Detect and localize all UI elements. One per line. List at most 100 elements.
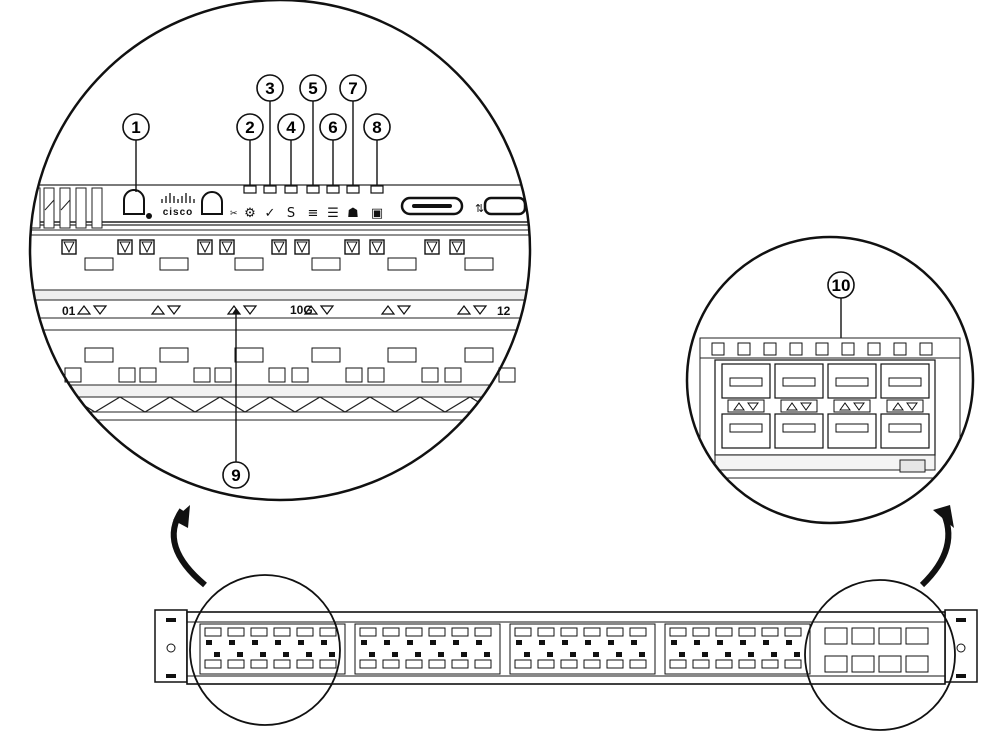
mini-port	[606, 659, 624, 669]
uplink-led-down	[853, 402, 865, 411]
mini-port	[784, 627, 802, 637]
led-down-triangle	[92, 305, 108, 315]
port-latch	[449, 239, 465, 255]
mini-port	[583, 659, 601, 669]
mini-latch	[214, 652, 220, 657]
mini-port	[560, 627, 578, 637]
status-led	[243, 185, 257, 194]
sfp-cage-lower	[311, 347, 341, 363]
leader-arrowhead	[232, 308, 240, 314]
mini-latch	[430, 640, 436, 645]
mini-port	[761, 627, 779, 637]
mini-port	[250, 659, 268, 669]
uplink-led-up	[892, 402, 904, 411]
status-led	[284, 185, 298, 194]
callout-9-number: 9	[231, 466, 240, 485]
mini-port	[451, 659, 469, 669]
svg-text:⇅: ⇅	[475, 202, 484, 215]
mini-port	[606, 627, 624, 637]
mini-port	[474, 659, 492, 669]
uplink-led-up	[839, 402, 851, 411]
sfp-cage-lower	[159, 347, 189, 363]
port-latch	[294, 239, 310, 255]
callout-1: 1	[122, 113, 150, 141]
mini-port	[405, 659, 423, 669]
mini-latch	[616, 652, 622, 657]
mini-latch	[484, 652, 490, 657]
mini-uplink	[878, 627, 902, 645]
port-latch-lower	[139, 367, 157, 383]
sfp-cage-upper	[159, 257, 189, 271]
mini-uplink	[851, 655, 875, 673]
mini-latch	[631, 640, 637, 645]
uplink-latch	[867, 342, 881, 356]
check-icon: ✓	[265, 206, 276, 221]
right-magnifier-circle	[685, 235, 975, 525]
uplink-port-tab	[729, 377, 763, 387]
mini-port	[296, 659, 314, 669]
sfp-cage-lower	[464, 347, 494, 363]
mini-latch	[593, 652, 599, 657]
mini-latch	[702, 652, 708, 657]
callout-8-number: 8	[372, 118, 381, 137]
uplink-port-tab	[888, 423, 922, 433]
mini-latch	[252, 640, 258, 645]
port-latch	[271, 239, 287, 255]
mini-port	[537, 659, 555, 669]
svg-text:✂: ✂	[230, 208, 238, 218]
mini-port	[738, 627, 756, 637]
callout-7: 7	[339, 74, 367, 102]
mini-uplink	[878, 655, 902, 673]
uplink-latch	[893, 342, 907, 356]
mini-port	[428, 659, 446, 669]
brand-text: cisco	[163, 207, 194, 218]
mini-port	[560, 659, 578, 669]
uplink-led-up	[786, 402, 798, 411]
mini-latch	[763, 640, 769, 645]
uplink-port-tab	[782, 423, 816, 433]
callout-3: 3	[256, 74, 284, 102]
mini-port	[761, 659, 779, 669]
last-port-label: 12	[497, 304, 511, 318]
mini-latch	[740, 640, 746, 645]
mini-latch	[321, 640, 327, 645]
port-latch	[344, 239, 360, 255]
mini-latch	[329, 652, 335, 657]
mini-port	[715, 627, 733, 637]
mini-uplink	[851, 627, 875, 645]
uplink-latch	[841, 342, 855, 356]
mini-latch	[547, 652, 553, 657]
mini-port	[382, 627, 400, 637]
led-up-triangle	[76, 305, 92, 315]
led-down-triangle	[242, 305, 258, 315]
uplink-port-tab	[835, 423, 869, 433]
mini-latch	[694, 640, 700, 645]
mini-port	[474, 627, 492, 637]
mini-latch	[415, 652, 421, 657]
chassis-port-blocks	[199, 623, 929, 675]
led-down-triangle	[319, 305, 335, 315]
mini-latch	[570, 652, 576, 657]
mini-port	[738, 659, 756, 669]
led-up-triangle	[303, 305, 319, 315]
sfp-cage-lower	[387, 347, 417, 363]
mini-uplink	[905, 655, 929, 673]
led-up-triangle	[150, 305, 166, 315]
status-led	[263, 185, 277, 194]
left-rack-ear	[154, 609, 188, 683]
mini-port	[227, 627, 245, 637]
console-port-rj45	[123, 189, 152, 219]
mini-port	[692, 627, 710, 637]
mini-port	[629, 627, 647, 637]
left-zoom-arrowhead	[173, 505, 190, 528]
console-icon: ▣	[371, 206, 383, 221]
status-led	[346, 185, 360, 194]
port-latch-mark	[63, 241, 75, 254]
led-down-triangle	[396, 305, 412, 315]
port-latch	[61, 239, 77, 255]
callout-1-number: 1	[131, 118, 140, 137]
mini-latch	[306, 652, 312, 657]
sfp-cage-upper	[387, 257, 417, 271]
mini-port	[629, 659, 647, 669]
